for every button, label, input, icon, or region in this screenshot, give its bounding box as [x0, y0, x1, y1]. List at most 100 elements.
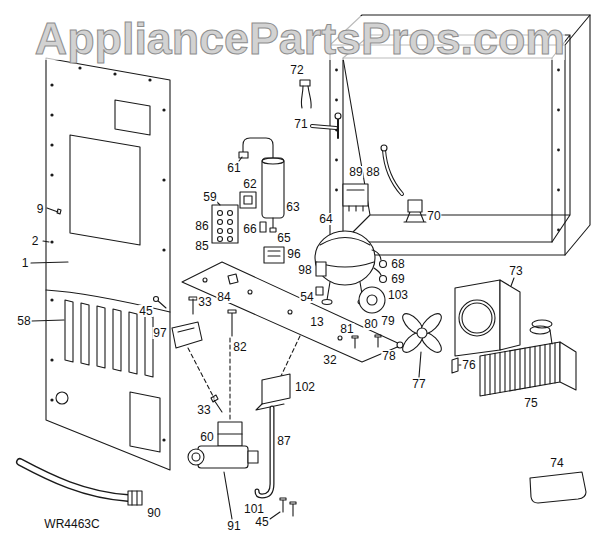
terminal-block — [268, 251, 280, 256]
leader-line — [43, 241, 49, 242]
screw-hole — [50, 83, 53, 86]
compressor — [315, 231, 375, 285]
callout-number: 103 — [387, 289, 409, 301]
parts-illustration — [20, 15, 590, 519]
back-panel — [46, 58, 170, 470]
screw-hole — [50, 358, 53, 361]
fill-hose — [128, 491, 142, 505]
valve — [337, 118, 339, 138]
valve — [335, 113, 341, 119]
callout-number: 45 — [254, 516, 269, 528]
leader-line — [419, 352, 421, 377]
callout-number: 82 — [232, 341, 247, 353]
drier — [239, 138, 284, 232]
screw-hole — [557, 69, 560, 72]
screw-hole — [113, 72, 116, 75]
base-plate — [203, 278, 207, 282]
fill-hose — [20, 462, 128, 498]
callout-number: 101 — [243, 503, 265, 515]
terminal-block — [264, 247, 284, 263]
callout-number: 63 — [285, 201, 300, 213]
callout-number: 33 — [196, 404, 211, 416]
callout-number: 74 — [549, 457, 564, 469]
clip — [452, 358, 458, 373]
base-plate — [248, 290, 252, 294]
assembly-line — [188, 348, 214, 398]
bracket — [157, 300, 166, 308]
water-valve — [262, 374, 290, 404]
leader-line — [31, 262, 68, 263]
water-valve — [257, 408, 272, 496]
power-cord — [300, 80, 310, 86]
callout-number: 66 — [242, 223, 257, 235]
screw-hole — [557, 229, 560, 232]
terminal-block — [260, 222, 266, 232]
terminal-block — [228, 211, 233, 216]
water-valve — [257, 408, 272, 496]
callout-number: 80 — [363, 318, 378, 330]
callout-number: 61 — [226, 162, 241, 174]
fan-shroud — [462, 303, 492, 333]
water-valve — [198, 446, 248, 468]
assembly-line — [281, 336, 300, 376]
screw-hole — [50, 113, 53, 116]
compressor — [316, 262, 326, 276]
screw-hole — [50, 173, 53, 176]
fan-motor — [359, 287, 385, 313]
callout-number: 1 — [21, 257, 30, 269]
base-plate — [352, 335, 381, 348]
compressor — [380, 276, 387, 283]
condenser — [550, 330, 552, 344]
relay — [343, 184, 368, 206]
base-plate — [182, 262, 402, 362]
water-valve — [218, 422, 242, 446]
fan-blade — [418, 329, 445, 356]
tube — [384, 150, 402, 194]
cabinet — [343, 58, 552, 242]
terminal-block — [218, 237, 223, 242]
screw-hole — [162, 178, 165, 181]
washer — [397, 342, 403, 348]
water-valve — [248, 451, 258, 463]
fan-blade — [399, 310, 444, 355]
condenser — [560, 342, 576, 390]
assembly-line — [188, 336, 300, 420]
callout-number: 72 — [289, 64, 304, 76]
cabinet — [343, 35, 570, 242]
screw-hole — [50, 298, 53, 301]
callout-number: 68 — [390, 258, 405, 270]
callout-number: 102 — [294, 381, 316, 393]
back-panel — [70, 135, 140, 245]
screw-hole — [335, 99, 338, 102]
leader-line — [224, 472, 232, 519]
callout-number: 60 — [199, 431, 214, 443]
fan-shroud — [459, 300, 495, 336]
fill-hose — [132, 491, 137, 505]
callout-number: 45 — [138, 305, 153, 317]
terminal-block — [212, 205, 238, 243]
base-plate — [228, 310, 236, 336]
screw-hole — [557, 109, 560, 112]
screw-hole — [50, 398, 53, 401]
fan-shroud — [455, 280, 500, 356]
callout-number: 79 — [380, 315, 395, 327]
callout-number: 33 — [197, 296, 212, 308]
callout-number: 75 — [523, 397, 538, 409]
drier — [239, 152, 248, 158]
callout-number: 97 — [152, 327, 167, 339]
fan-motor — [359, 287, 385, 313]
callout-number: 76 — [461, 359, 476, 371]
fill-hose — [20, 462, 142, 505]
screw-hole — [162, 438, 165, 441]
water-valve — [280, 498, 296, 516]
callout-number: 89 — [348, 166, 363, 178]
screw — [47, 208, 61, 214]
callout-number: 88 — [365, 166, 380, 178]
terminal-block — [218, 220, 223, 225]
callout-number: 59 — [202, 191, 217, 203]
back-panel — [130, 392, 160, 452]
back-panel — [65, 300, 153, 377]
power-cord — [301, 86, 311, 108]
water-valve — [211, 395, 222, 412]
